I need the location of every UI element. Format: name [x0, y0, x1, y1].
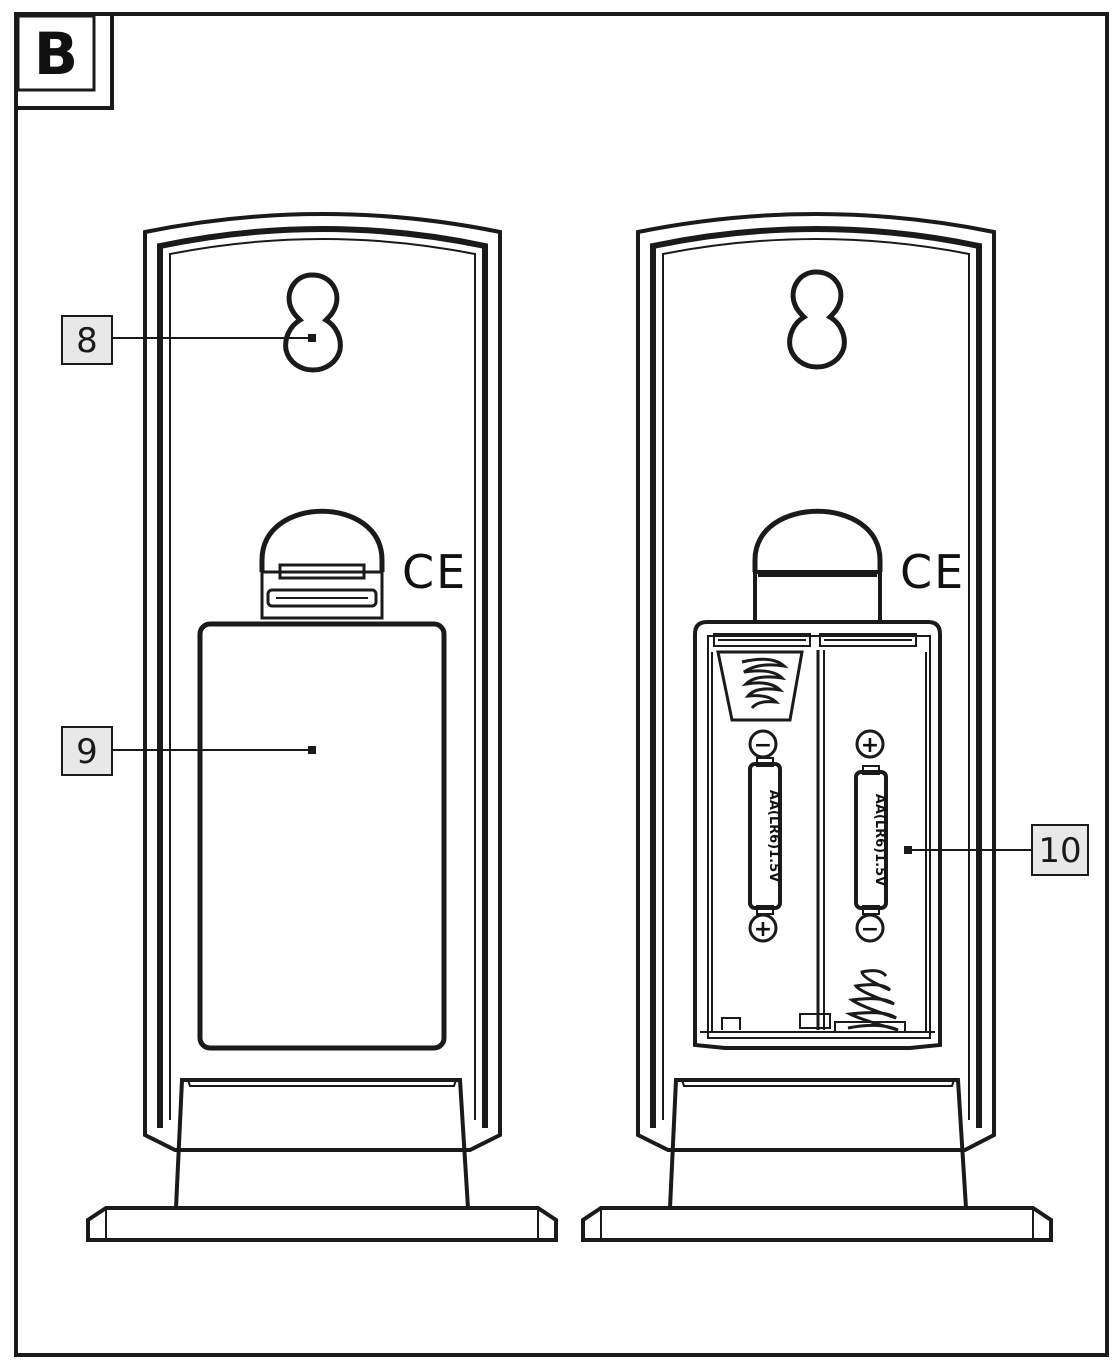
callout-10: 10 [912, 824, 1089, 876]
polarity-plus-bottom-left [748, 913, 778, 943]
device-left-body [143, 212, 502, 1152]
keyhole-icon-right [787, 269, 847, 370]
ce-mark-right: CE [900, 545, 965, 599]
battery-outline-right [854, 770, 888, 910]
polarity-minus-top-left [748, 729, 778, 759]
battery-cover [197, 621, 447, 1051]
polarity-minus-bottom-right [855, 913, 885, 943]
callout-label-8: 8 [76, 321, 98, 361]
callout-label-10: 10 [1038, 831, 1081, 871]
ce-mark-left: CE [402, 545, 467, 599]
keyhole-icon [283, 272, 343, 373]
battery-label-left: AA(LR6)1.5V [766, 790, 781, 882]
device-right-body [636, 212, 996, 1152]
battery-outline-left [748, 762, 782, 910]
battery-compartment [693, 620, 942, 1050]
battery-label-right: AA(LR6)1.5V [872, 794, 887, 886]
panel-label-box: B [14, 12, 114, 110]
device-right-rim [650, 226, 982, 1128]
sensor-dome-right [752, 508, 883, 572]
sensor-dome-left [259, 508, 385, 572]
polarity-plus-label: + [754, 917, 772, 942]
callout-label-9: 9 [76, 732, 98, 772]
panel-label: B [34, 20, 78, 88]
polarity-minus-label: − [861, 917, 879, 942]
device-left-rim [157, 226, 488, 1128]
polarity-plus-label: + [861, 733, 879, 758]
callout-9: 9 [61, 726, 308, 776]
callout-dot-8 [308, 334, 316, 342]
spring-left-cell [716, 650, 804, 722]
polarity-plus-top-right [855, 729, 885, 759]
outer-frame [14, 12, 1109, 1357]
callout-dot-10 [904, 846, 912, 854]
callout-dot-9 [308, 746, 316, 754]
stand-right [668, 1078, 968, 1209]
base-left [86, 1206, 558, 1242]
stand-left [174, 1078, 470, 1209]
polarity-minus-label: − [754, 733, 772, 758]
callout-8: 8 [61, 315, 308, 365]
base-right [581, 1206, 1053, 1242]
device-left [86, 212, 558, 1242]
device-right [581, 212, 1053, 1242]
